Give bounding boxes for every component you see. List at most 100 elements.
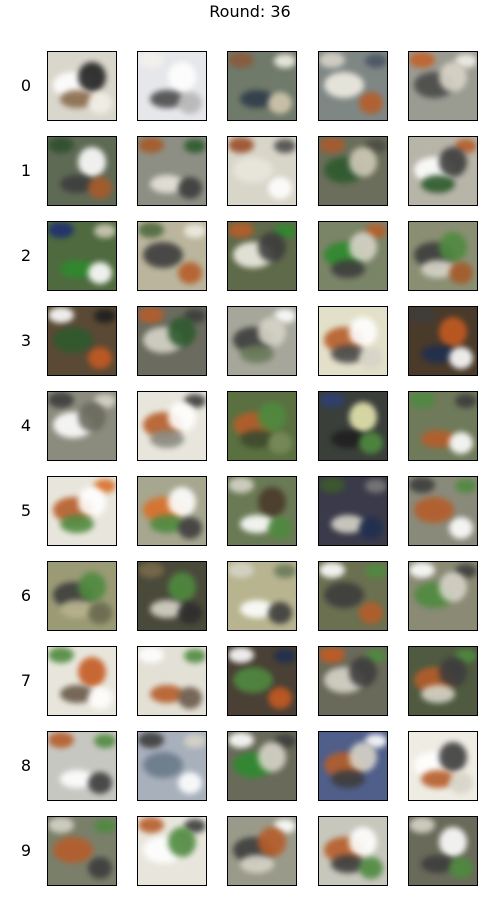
sample-blob [409,392,435,408]
sample-blob [331,260,365,278]
sample-blob [168,827,196,857]
sample-blob [78,402,106,432]
sample-blob [94,819,116,833]
sample-blob [439,232,467,262]
sample-image-r5-c1 [137,476,207,546]
sample-blob [178,92,202,114]
sample-blob [78,62,106,92]
sample-blob [449,517,473,539]
sample-blob [150,175,184,193]
sample-image-r2-c1 [137,221,207,291]
sample-blob [409,477,435,493]
sample-blob [421,430,455,448]
sample-blob [228,732,254,748]
sample-image-r7-c2 [227,646,297,716]
sample-blob [449,347,473,369]
sample-blob [178,517,202,539]
sample-image-r0-c0 [47,51,117,121]
sample-blob [365,54,387,68]
sample-blob [178,602,202,624]
sample-blob [240,600,274,618]
sample-blob [268,517,292,539]
sample-image-r0-c2 [227,51,297,121]
sample-blob [228,137,254,153]
sample-blob [184,734,206,748]
row-label-0: 0 [20,76,32,95]
sample-blob [178,687,202,709]
sample-blob [268,602,292,624]
row-label-5: 5 [20,501,32,520]
sample-blob [60,770,94,788]
sample-blob [409,307,435,323]
sample-image-r8-c1 [137,731,207,801]
sample-blob [53,837,93,863]
sample-blob [150,515,184,533]
sample-blob [94,734,116,748]
sample-blob [359,432,383,454]
sample-image-r5-c2 [227,476,297,546]
sample-blob [150,685,184,703]
sample-image-r7-c1 [137,646,207,716]
sample-image-r6-c3 [318,561,388,631]
sample-image-r0-c4 [408,51,478,121]
sample-blob [184,649,206,663]
sample-image-r5-c3 [318,476,388,546]
sample-blob [331,515,365,533]
sample-image-r8-c2 [227,731,297,801]
sample-blob [138,647,164,663]
sample-blob [48,307,74,323]
sample-blob [274,54,296,68]
sample-blob [88,262,112,284]
sample-blob [88,602,112,624]
sample-blob [409,817,435,833]
row-label-2: 2 [20,246,32,265]
sample-blob [365,479,387,493]
sample-blob [168,402,196,432]
sample-blob [88,857,112,879]
sample-blob [258,487,286,517]
sample-blob [349,402,377,432]
row-label-8: 8 [20,756,32,775]
sample-blob [349,827,377,857]
sample-blob [439,572,467,602]
sample-blob [228,222,254,238]
sample-blob [184,224,206,238]
sample-blob [258,742,286,772]
sample-image-r0-c1 [137,51,207,121]
sample-blob [233,667,273,693]
sample-blob [48,137,74,153]
sample-blob [48,647,74,663]
sample-image-r9-c0 [47,816,117,886]
sample-blob [331,770,365,788]
sample-blob [359,517,383,539]
sample-image-r2-c4 [408,221,478,291]
sample-blob [324,72,364,98]
sample-blob [88,687,112,709]
sample-image-r1-c0 [47,136,117,206]
sample-blob [319,392,345,408]
sample-image-r3-c3 [318,306,388,376]
sample-blob [143,242,183,268]
sample-image-r3-c1 [137,306,207,376]
sample-blob [421,260,455,278]
sample-blob [88,772,112,794]
sample-blob [359,857,383,879]
sample-image-r2-c0 [47,221,117,291]
sample-image-r4-c1 [137,391,207,461]
sample-image-r7-c3 [318,646,388,716]
sample-blob [240,345,274,363]
sample-blob [319,137,345,153]
sample-blob [168,572,196,602]
sample-blob [274,139,296,153]
sample-image-r7-c4 [408,646,478,716]
sample-blob [421,685,455,703]
sample-image-r9-c3 [318,816,388,886]
sample-blob [53,327,93,353]
sample-blob [233,157,273,183]
sample-image-r1-c2 [227,136,297,206]
sample-image-r6-c0 [47,561,117,631]
sample-blob [48,392,74,408]
sample-image-r8-c0 [47,731,117,801]
sample-blob [274,649,296,663]
sample-blob [414,497,454,523]
